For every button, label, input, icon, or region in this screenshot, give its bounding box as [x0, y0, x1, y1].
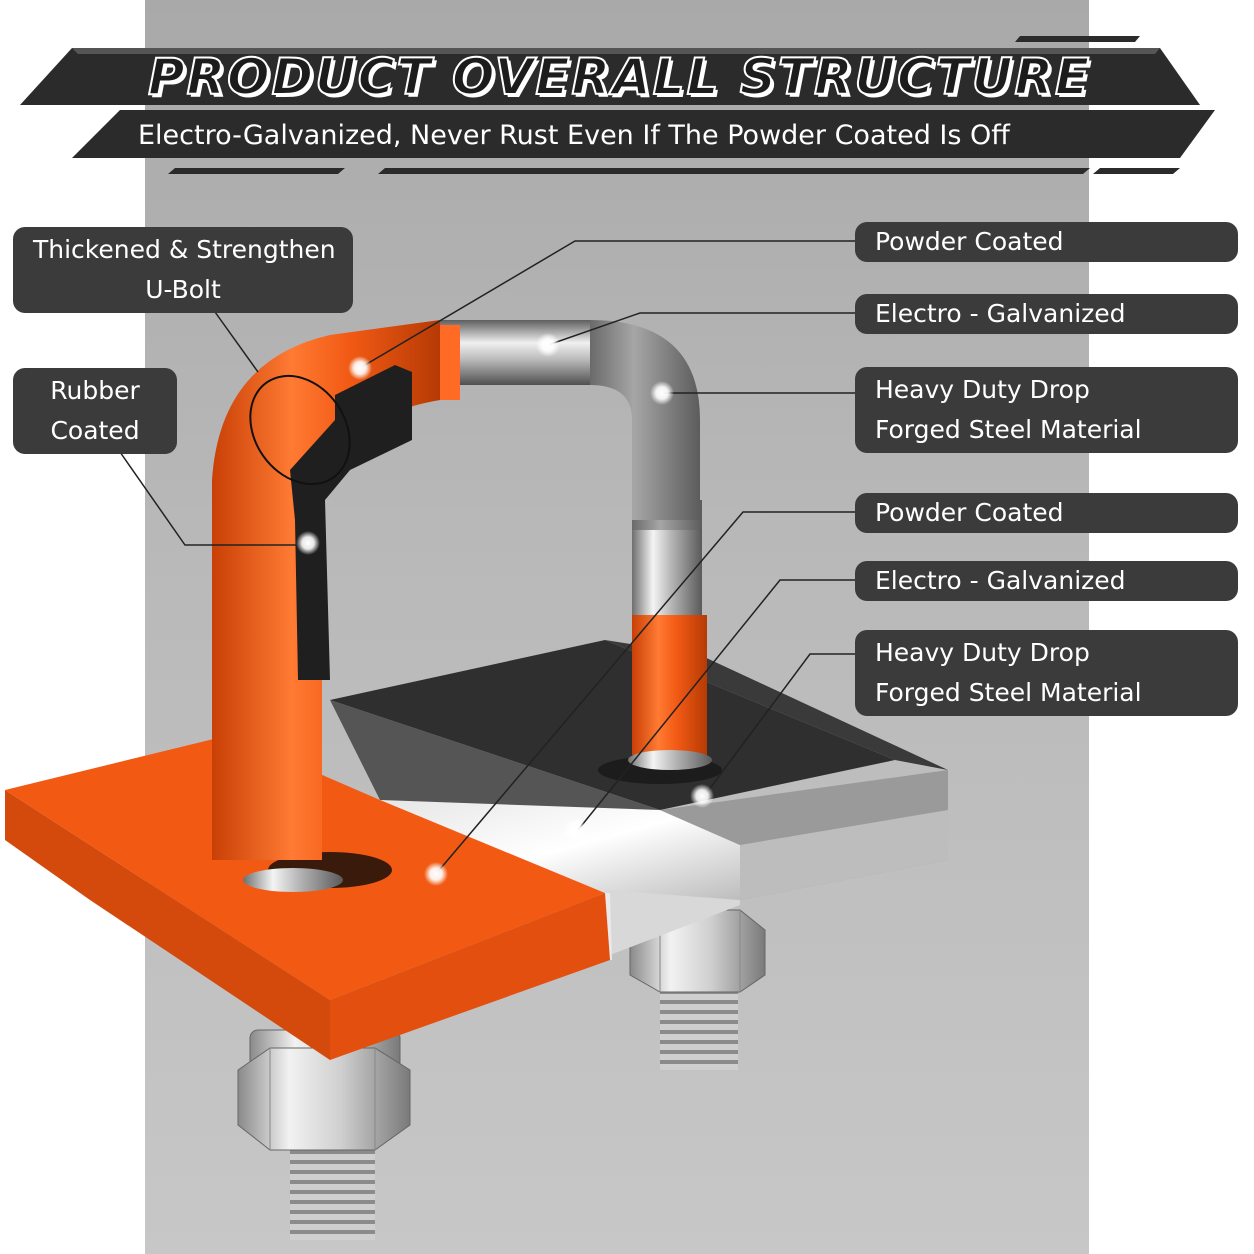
callout-rubber: Rubber Coated [13, 368, 177, 454]
callout-rubber-line1: Rubber [50, 376, 140, 405]
front-bolt [237, 1029, 411, 1240]
u-bolt [212, 320, 712, 892]
callout-plate-powder: Powder Coated [855, 493, 1238, 533]
callout-plate-steel-line1: Heavy Duty Drop [875, 638, 1090, 667]
hitch-plate [5, 640, 948, 1060]
callout-plate-steel: Heavy Duty Drop Forged Steel Material [855, 630, 1238, 716]
callout-plate-steel-line2: Forged Steel Material [875, 678, 1142, 707]
callout-rubber-line2: Coated [50, 416, 140, 445]
page-subtitle: Electro-Galvanized, Never Rust Even If T… [138, 120, 1010, 151]
callout-bolt-steel: Heavy Duty Drop Forged Steel Material [855, 367, 1238, 453]
callout-ubolt-line1: Thickened & Strengthen [33, 235, 336, 264]
page-title: PRODUCT OVERALL STRUCTURE [147, 47, 1092, 107]
callout-lines [119, 240, 855, 876]
title-banner [20, 36, 1215, 174]
callout-bolt-steel-line1: Heavy Duty Drop [875, 375, 1090, 404]
callout-bolt-galvanized: Electro - Galvanized [855, 294, 1238, 334]
highlight-dots [296, 333, 714, 886]
callout-ubolt-line2: U-Bolt [145, 275, 221, 304]
callout-ubolt: Thickened & Strengthen U-Bolt [13, 227, 353, 313]
callout-bolt-powder: Powder Coated [855, 222, 1238, 262]
callout-plate-galvanized: Electro - Galvanized [855, 561, 1238, 601]
callout-bolt-steel-line2: Forged Steel Material [875, 415, 1142, 444]
